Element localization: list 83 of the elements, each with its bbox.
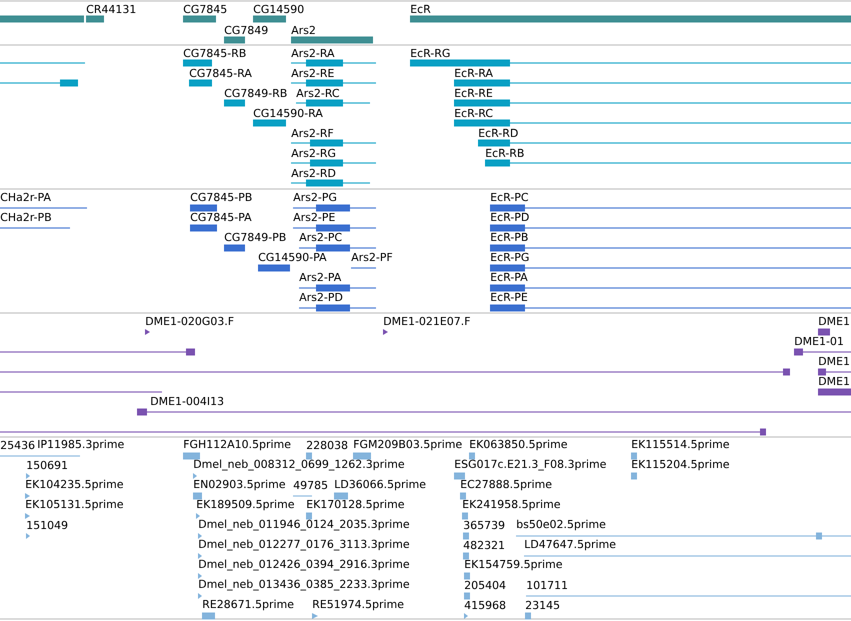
feature-label: EcR-RG <box>411 48 450 58</box>
feature-label: LD47647.5prime <box>525 540 616 550</box>
feature-label: EK241958.5prime <box>463 500 560 510</box>
feature-label: 151049 <box>27 520 68 530</box>
feature-label: CHa2r-PA <box>0 192 51 202</box>
feature-label: DME1-01 <box>795 336 843 346</box>
feature-label: EcR-RC <box>455 108 492 118</box>
feature-label: EK154759.5prime <box>465 560 562 570</box>
feature-label: EK189509.5prime <box>197 500 294 510</box>
feature-label: DME1 <box>819 377 849 385</box>
feature-label: Ars2-PF <box>351 252 392 262</box>
feature-label: Dmel_neb_011946_0124_2035.3prime <box>199 520 410 530</box>
feature-label: Ars2 <box>291 26 315 34</box>
feature-label: EcR-PA <box>491 272 528 282</box>
feature-label: Ars2-RC <box>296 88 339 98</box>
feature-label: bs50e02.5prime <box>517 520 606 530</box>
feature-label: FGH112A10.5prime <box>184 440 290 450</box>
feature-label: EK115514.5prime <box>632 440 729 450</box>
feature-label: CG7845 <box>184 4 226 14</box>
feature-label: IP11985.3prime <box>38 440 124 450</box>
feature-label: 365739 <box>464 520 504 530</box>
feature-label: DME1 <box>819 317 849 325</box>
feature-label: CG7845-PA <box>190 212 252 222</box>
feature-label: DME1-004I13 <box>151 396 224 406</box>
feature-label: Ars2-RE <box>291 68 334 78</box>
feature-label: EK104235.5prime <box>26 480 123 490</box>
feature-label: CG14590-PA <box>258 252 326 262</box>
feature-label: EcR-RD <box>479 128 518 138</box>
feature-label: EcR-RB <box>486 148 524 158</box>
feature-label: EcR-PE <box>491 292 528 302</box>
feature-label: RE28671.5prime <box>203 600 294 610</box>
feature-label: DME1-020G03.F <box>146 316 234 326</box>
feature-label: LD36066.5prime <box>335 480 426 490</box>
feature-label: 101711 <box>527 580 567 590</box>
feature-label: EC27888.5prime <box>461 480 552 490</box>
feature-label: EN02903.5prime <box>194 480 285 490</box>
feature-label: EK115204.5prime <box>632 460 729 470</box>
feature-label: EcR-RA <box>455 68 493 78</box>
feature-label: DME1-021E07.F <box>384 316 470 326</box>
feature-label: RE51974.5prime <box>313 600 404 610</box>
feature-label: Ars2-PE <box>293 212 335 222</box>
feature-label: 415968 <box>464 600 506 610</box>
feature-label: CG7849-PB <box>224 232 286 242</box>
feature-label: CG7849-RB <box>224 88 287 98</box>
feature-label: Dmel_neb_013436_0385_2233.3prime <box>199 580 410 590</box>
feature-label: CR44131 <box>86 4 136 14</box>
feature-label: CG7845-RA <box>190 68 252 78</box>
feature-label: EcR-PC <box>491 192 528 202</box>
feature-label: CG14590 <box>254 4 304 14</box>
feature-label: EK170128.5prime <box>307 500 404 510</box>
feature-label: DME1 <box>819 357 849 365</box>
feature-label: ESG017c.E21.3_F08.3prime <box>455 460 606 470</box>
feature-label: 23145 <box>526 600 560 610</box>
feature-label: EcR-PG <box>491 252 528 262</box>
feature-label: EK063850.5prime <box>470 440 567 450</box>
feature-label: 228038 <box>307 440 348 450</box>
feature-label: EcR <box>411 4 430 14</box>
feature-label: EcR-PD <box>491 212 529 222</box>
feature-label: Ars2-RA <box>291 48 334 58</box>
feature-label: 150691 <box>27 460 67 470</box>
feature-label: EK105131.5prime <box>26 500 123 510</box>
feature-label: Ars2-PC <box>299 232 342 242</box>
feature-label: FGM209B03.5prime <box>354 440 462 450</box>
feature-label: 205404 <box>465 580 506 590</box>
feature-label: Ars2-RD <box>291 168 336 178</box>
feature-label: Ars2-RG <box>291 148 336 158</box>
feature-label: 49785 <box>294 480 328 490</box>
feature-label: Ars2-PA <box>299 272 342 282</box>
feature-label: Ars2-RF <box>291 128 334 138</box>
feature-label: Ars2-PD <box>299 292 342 302</box>
feature-label: CHa2r-PB <box>0 212 51 222</box>
feature-label: 25436 <box>1 440 34 450</box>
feature-label: EcR-PB <box>491 232 528 242</box>
feature-label: Dmel_neb_012426_0394_2916.3prime <box>199 560 410 570</box>
feature-label: Dmel_neb_012277_0176_3113.3prime <box>199 540 410 550</box>
feature-label: Dmel_neb_008312_0699_1262.3prime <box>194 460 404 470</box>
feature-label: Ars2-PG <box>293 192 336 202</box>
feature-label: CG7845-RB <box>184 48 246 58</box>
feature-label: 482321 <box>464 540 504 550</box>
feature-label: CG14590-RA <box>254 108 323 118</box>
feature-label: EcR-RE <box>455 88 492 98</box>
feature-label: CG7849 <box>224 26 268 34</box>
feature-label: CG7845-PB <box>190 192 252 202</box>
